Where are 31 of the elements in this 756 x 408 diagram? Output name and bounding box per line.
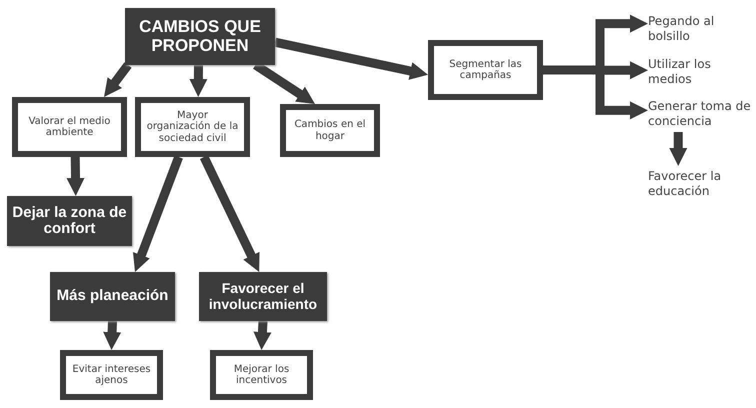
highlight-box (50, 272, 175, 321)
block-arrow (130, 155, 183, 274)
box-label: Más planeación (56, 288, 168, 305)
box-label: Favorecer el involucramiento (208, 281, 318, 312)
box-label: CAMBIOS QUE PROPONEN (138, 18, 262, 56)
box-label: Valorar el medio ambiente (28, 116, 112, 138)
concept-box (12, 97, 127, 157)
block-arrow (669, 132, 688, 166)
box-label: Dejar la zona de confort (11, 204, 128, 238)
concept-box (60, 350, 163, 400)
item-text: Pegando al bolsillo (648, 14, 716, 44)
box-label: Mejorar los incentivos (232, 364, 290, 386)
concept-box (428, 40, 543, 100)
box-label: Segmentar las campañas (448, 58, 523, 82)
highlight-box (7, 196, 132, 246)
title-box (125, 8, 275, 65)
block-arrow (253, 320, 272, 350)
concept-box (135, 97, 250, 157)
item-text: Favorecer la educación (648, 169, 722, 199)
item-text: Utilizar los medios (648, 57, 712, 87)
box-label: Evitar intereses ajenos (71, 364, 152, 386)
block-arrow (189, 64, 208, 98)
concept-box (210, 350, 313, 400)
highlight-box (199, 272, 327, 321)
block-arrow (66, 156, 85, 196)
box-label: Mayor organización de la sociedad civil (146, 110, 240, 144)
item-text: Generar toma de conciencia (648, 99, 752, 129)
concept-box (280, 104, 380, 157)
block-arrow (103, 320, 122, 350)
block-arrow (274, 38, 429, 80)
box-label: Cambios en el hogar (293, 119, 367, 142)
